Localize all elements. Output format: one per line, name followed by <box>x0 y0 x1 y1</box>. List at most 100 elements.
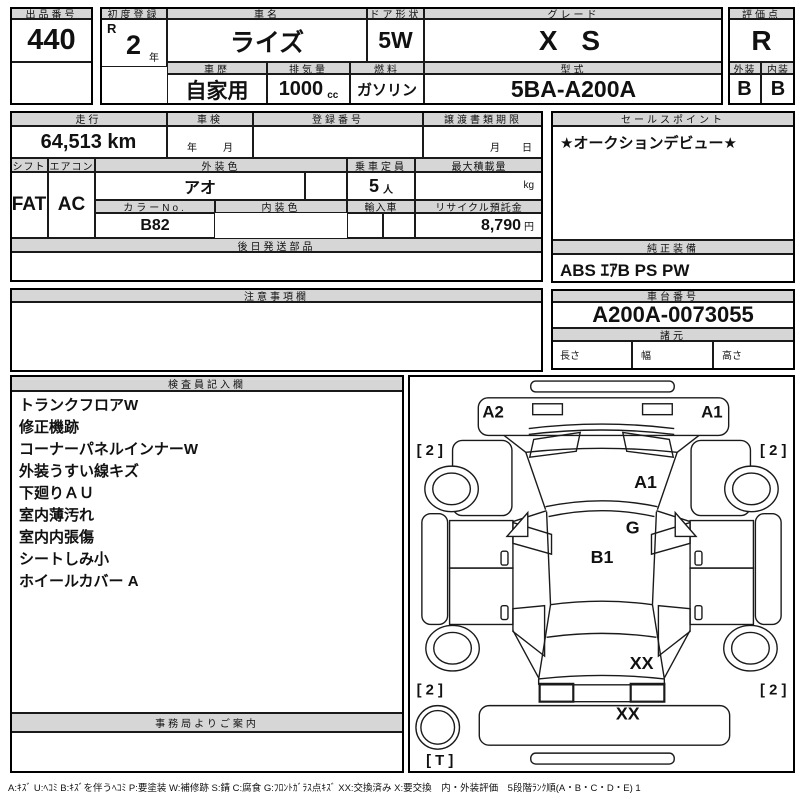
shaken-year-unit: 年 <box>187 143 197 154</box>
car-name-value: ライズ <box>167 19 367 62</box>
front-bumper-top-strip <box>530 380 675 393</box>
side-sill-right <box>754 512 782 626</box>
spec-width-cell: 幅 <box>632 341 713 370</box>
rear-door-right <box>689 567 755 626</box>
displacement-header: 排気量 <box>267 62 350 74</box>
tire-mark-rear-left: [ 2 ] <box>417 683 443 699</box>
car-name-header: 車名 <box>167 7 367 19</box>
color-no-header: カラーNo. <box>95 200 215 213</box>
caution-body <box>10 302 543 372</box>
ext-color-header: 外装色 <box>95 158 347 172</box>
shift-header: シフト <box>10 158 48 172</box>
side-mirror-left <box>505 510 529 538</box>
door-handle-front-left <box>500 550 509 566</box>
cowl-line-2 <box>528 429 675 436</box>
reg-no-header: 登録番号 <box>253 111 423 126</box>
spec-height-cell: 高さ <box>713 341 795 370</box>
era-label: R <box>107 21 117 36</box>
deadline-cell: 月 日 <box>423 126 543 158</box>
rear-window-left <box>512 604 546 658</box>
equipment-value: ABS ｴｱB PS PW <box>551 254 795 283</box>
front-bumper-panel <box>477 397 730 437</box>
side-mirror-right <box>674 510 698 538</box>
damage-label-rear-glass: XX <box>630 653 654 673</box>
tailgate-lamp-right <box>629 682 666 703</box>
windshield-side-right <box>656 452 678 510</box>
model-code-header: 型式 <box>424 62 723 74</box>
spec-length-cell: 長さ <box>551 341 632 370</box>
later-parts-header: 後日発送部品 <box>10 238 543 252</box>
wiper-right <box>621 431 675 459</box>
tire-mark-rear-right: [ 2 ] <box>760 683 786 699</box>
fuel-value: ガソリン <box>350 74 424 105</box>
car-diagram: A2 A1 [ 2 ] [ 2 ] A1 G B1 XX XX [ 2 ] [ … <box>415 380 786 769</box>
windshield-top <box>525 447 678 453</box>
rear-door-left <box>448 567 514 626</box>
import-header: 輸入車 <box>347 200 415 213</box>
fuel-header: 燃料 <box>350 62 424 74</box>
capacity-value: 5 <box>368 175 379 196</box>
shift-value: FAT <box>10 172 48 238</box>
sales-point-header: セールスポイント <box>551 111 795 126</box>
auction-no-header: 出品番号 <box>10 7 93 19</box>
cowl-line-1 <box>528 423 675 430</box>
inspector-note: ホイールカバー A <box>19 573 139 590</box>
year-unit: 年 <box>149 53 159 64</box>
front-grille-right <box>641 403 673 416</box>
rear-bumper-panel <box>478 704 731 746</box>
damage-label-roof: B1 <box>591 547 614 567</box>
mileage-value: 64,513 km <box>10 126 167 158</box>
office-header: 事務局よりご案内 <box>10 713 404 732</box>
capacity-header: 乗車定員 <box>347 158 415 172</box>
inspector-note: 修正機跡 <box>19 419 80 436</box>
wheel-rear-left-inner <box>433 631 473 665</box>
damage-label-front-right: A1 <box>701 403 723 422</box>
wheel-front-left-inner <box>432 472 472 506</box>
damage-label-rear-bumper: XX <box>616 703 640 723</box>
door-shape-header: ドア形状 <box>367 7 424 19</box>
history-header: 車歴 <box>167 62 267 74</box>
interior-grade-header: 内装 <box>761 62 795 74</box>
displacement-value-cell: 1000 cc <box>267 74 350 105</box>
auction-no-empty-cell <box>10 62 93 105</box>
rear-glass-top <box>550 600 653 606</box>
inspector-header: 検査員記入欄 <box>10 375 404 391</box>
displacement-unit: cc <box>327 90 339 101</box>
front-door-right <box>689 519 755 569</box>
tailgate-lamp-left <box>538 682 575 703</box>
door-handle-rear-left <box>500 604 509 621</box>
aircon-value: AC <box>48 172 95 238</box>
mileage-header: 走行 <box>10 111 167 126</box>
import-cell-left <box>347 213 383 238</box>
damage-label-glass: G <box>626 517 640 537</box>
color-no-value: B82 <box>95 213 215 238</box>
score-value: R <box>728 19 795 62</box>
ext-color-sub-cell <box>305 172 347 200</box>
max-load-unit: kg <box>523 179 534 191</box>
first-reg-header: 初度登録 <box>100 7 167 19</box>
damage-label-front-left: A2 <box>482 403 504 422</box>
spare-tire-inner <box>420 709 456 745</box>
history-value: 自家用 <box>167 74 267 105</box>
inspector-note: シートしみ小 <box>19 551 110 568</box>
spoiler-line <box>546 632 657 639</box>
roof-side-right <box>651 511 658 605</box>
c-pillar-right <box>663 630 691 679</box>
chassis-no-header: 車台番号 <box>551 289 795 302</box>
inspector-body: トランクフロアW 修正機跡 コーナーパネルインナーW 外装うすい線キズ 下廻りＡ… <box>10 391 404 713</box>
door-shape-value: 5W <box>367 19 424 62</box>
later-parts-body <box>10 252 543 282</box>
car-diagram-panel: A2 A1 [ 2 ] [ 2 ] A1 G B1 XX XX [ 2 ] [ … <box>408 375 795 773</box>
grade-value: X S <box>424 19 723 62</box>
spare-tire-mark: [ T ] <box>426 753 453 769</box>
tailgate-lines <box>537 678 666 703</box>
score-header: 評価点 <box>728 7 795 19</box>
door-handle-rear-right <box>694 604 703 621</box>
rear-bumper-bottom-strip <box>530 752 675 765</box>
a-pillar-left <box>512 510 547 523</box>
inspector-note: 室内内張傷 <box>19 529 95 546</box>
exterior-grade-value: B <box>728 74 761 105</box>
aircon-header: エアコン <box>48 158 95 172</box>
import-cell-right <box>383 213 415 238</box>
wheel-front-right-inner <box>731 472 771 506</box>
